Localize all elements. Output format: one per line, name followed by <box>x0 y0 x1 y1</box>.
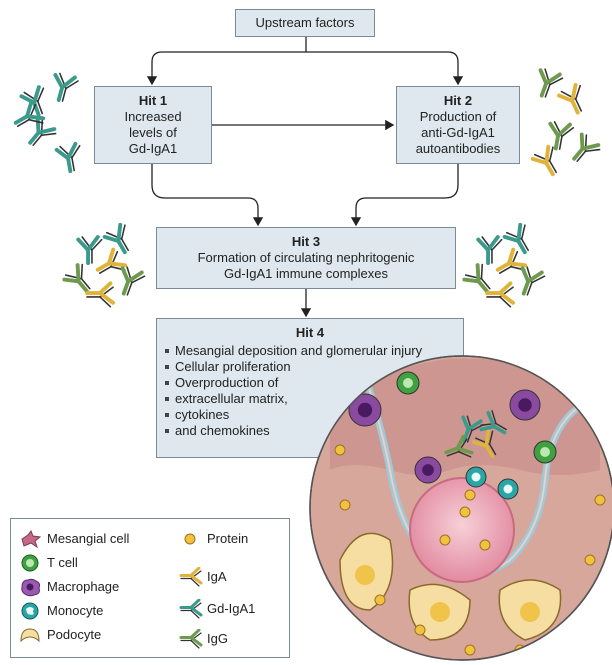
hit4-item-continued: and chemokines <box>165 423 463 439</box>
t-cell-icon <box>533 440 557 464</box>
immune-complex-antibody-icon <box>62 263 91 294</box>
monocyte-icon <box>465 466 487 488</box>
hit2-title: Hit 2 <box>443 93 473 108</box>
hit2-box: Hit 2 Production of anti-Gd-IgA1 autoant… <box>396 86 520 164</box>
hit2-line3: autoantibodies <box>415 141 501 156</box>
protein-dot <box>414 624 426 636</box>
gd-iga1-icon <box>179 599 203 619</box>
monocyte-icon <box>21 602 39 620</box>
protein-dot <box>339 499 351 511</box>
podocyte-nucleus <box>430 602 450 622</box>
legend-label: Mesangial cell <box>47 531 130 546</box>
legend-label: T cell <box>47 555 78 570</box>
macrophage-icon <box>21 578 41 597</box>
legend-label: Macrophage <box>47 579 120 594</box>
hit1-line3: Gd-IgA1 <box>128 141 178 156</box>
igg-icon <box>179 629 203 649</box>
legend-label: IgG <box>207 631 228 646</box>
hit4-list: Mesangial deposition and glomerular inju… <box>165 343 463 439</box>
gd-iga1-antibody-icon <box>54 141 81 174</box>
macrophage-icon <box>509 389 541 421</box>
iga-legend-glyph <box>179 567 203 587</box>
hit1-line1: Increased <box>124 109 182 124</box>
igg-antibody-icon <box>538 68 564 98</box>
t-cell-icon <box>396 371 420 395</box>
hit4-item: Overproduction of <box>165 375 463 391</box>
macrophage-icon <box>414 456 442 484</box>
deposited-antibody-icon <box>479 410 508 435</box>
legend-label: Podocyte <box>47 627 102 642</box>
iga-antibody-icon <box>530 144 557 177</box>
hit4-item-continued: extracellular matrix, <box>165 391 463 407</box>
hit1-box: Hit 1 Increased levels of Gd-IgA1 <box>94 86 212 164</box>
immune-complex-antibody-icon <box>102 222 129 255</box>
igg-antibody-icon <box>548 121 575 151</box>
protein-dot <box>334 444 346 456</box>
immune-complex-antibody-icon <box>462 263 491 294</box>
hit4-item-continued: cytokines <box>165 407 463 423</box>
podocyte-nucleus <box>355 565 375 585</box>
immune-complex-antibody-icon <box>85 281 115 308</box>
protein-dot <box>459 506 471 518</box>
hit4-title: Hit 4 <box>295 325 325 340</box>
legend: Mesangial cell T cell Macrophage Monocyt… <box>10 518 290 658</box>
protein-dot <box>464 644 476 656</box>
hit3-box: Hit 3 Formation of circulating nephritog… <box>156 227 456 289</box>
hit3-line1: Formation of circulating nephritogenic <box>197 250 415 265</box>
gd-iga1-legend-glyph <box>179 599 203 619</box>
protein-dot <box>464 489 476 501</box>
protein-dot <box>584 554 596 566</box>
arrow-hit2-to-hit3 <box>350 164 459 227</box>
t-cell-icon <box>21 554 39 572</box>
legend-label: IgA <box>207 569 227 584</box>
immune-complex-antibody-icon <box>120 266 146 296</box>
protein-icon <box>184 533 196 545</box>
podocyte-nucleus <box>520 602 540 622</box>
hit2-line2: anti-Gd-IgA1 <box>421 125 495 140</box>
hit3-line2: Gd-IgA1 immune complexes <box>223 266 388 281</box>
immune-complex-antibody-icon <box>502 222 529 255</box>
arrow-to-hit1 <box>146 51 306 86</box>
podocyte-icon <box>20 628 40 643</box>
igg-legend-glyph <box>179 629 203 649</box>
immune-complex-antibody-icon <box>485 281 515 308</box>
protein-dot <box>479 539 491 551</box>
iga-antibody-icon <box>557 82 583 115</box>
capillary-lumen <box>409 477 515 583</box>
immune-complex-antibody-icon <box>476 235 503 265</box>
macrophage-icon <box>348 393 382 427</box>
legend-label: Gd-IgA1 <box>207 601 256 616</box>
gd-iga1-antibody-icon <box>53 72 79 103</box>
legend-label: Monocyte <box>47 603 104 618</box>
immune-complex-antibody-icon <box>520 266 546 296</box>
immune-complex-antibody-icon <box>76 235 103 265</box>
arrow-to-hit2 <box>306 51 464 86</box>
hit3-title: Hit 3 <box>291 234 321 249</box>
upstream-label: Upstream factors <box>255 15 355 30</box>
protein-dot <box>564 619 576 631</box>
monocyte-icon <box>497 478 519 500</box>
upstream-factors-box: Upstream factors <box>235 9 375 37</box>
protein-dot <box>374 594 386 606</box>
arrow-hit1-to-hit3 <box>151 164 264 227</box>
gd-iga1-antibody-icon <box>13 100 46 127</box>
deposited-antibody-icon <box>444 434 474 458</box>
legend-label: Protein <box>207 531 249 546</box>
iga-icon <box>179 567 203 587</box>
mesangial-cell-icon <box>21 529 42 549</box>
deposited-antibody-icon <box>472 429 497 459</box>
hit4-item: Cellular proliferation <box>165 359 463 375</box>
protein-dot <box>594 494 606 506</box>
hit1-title: Hit 1 <box>138 93 168 108</box>
hit4-item: Mesangial deposition and glomerular inju… <box>165 343 463 359</box>
protein-dot <box>439 534 451 546</box>
hit1-line2: levels of <box>129 125 177 140</box>
gd-iga1-antibody-icon <box>28 116 57 146</box>
igg-antibody-icon <box>572 132 601 162</box>
hit2-line1: Production of <box>419 109 497 124</box>
